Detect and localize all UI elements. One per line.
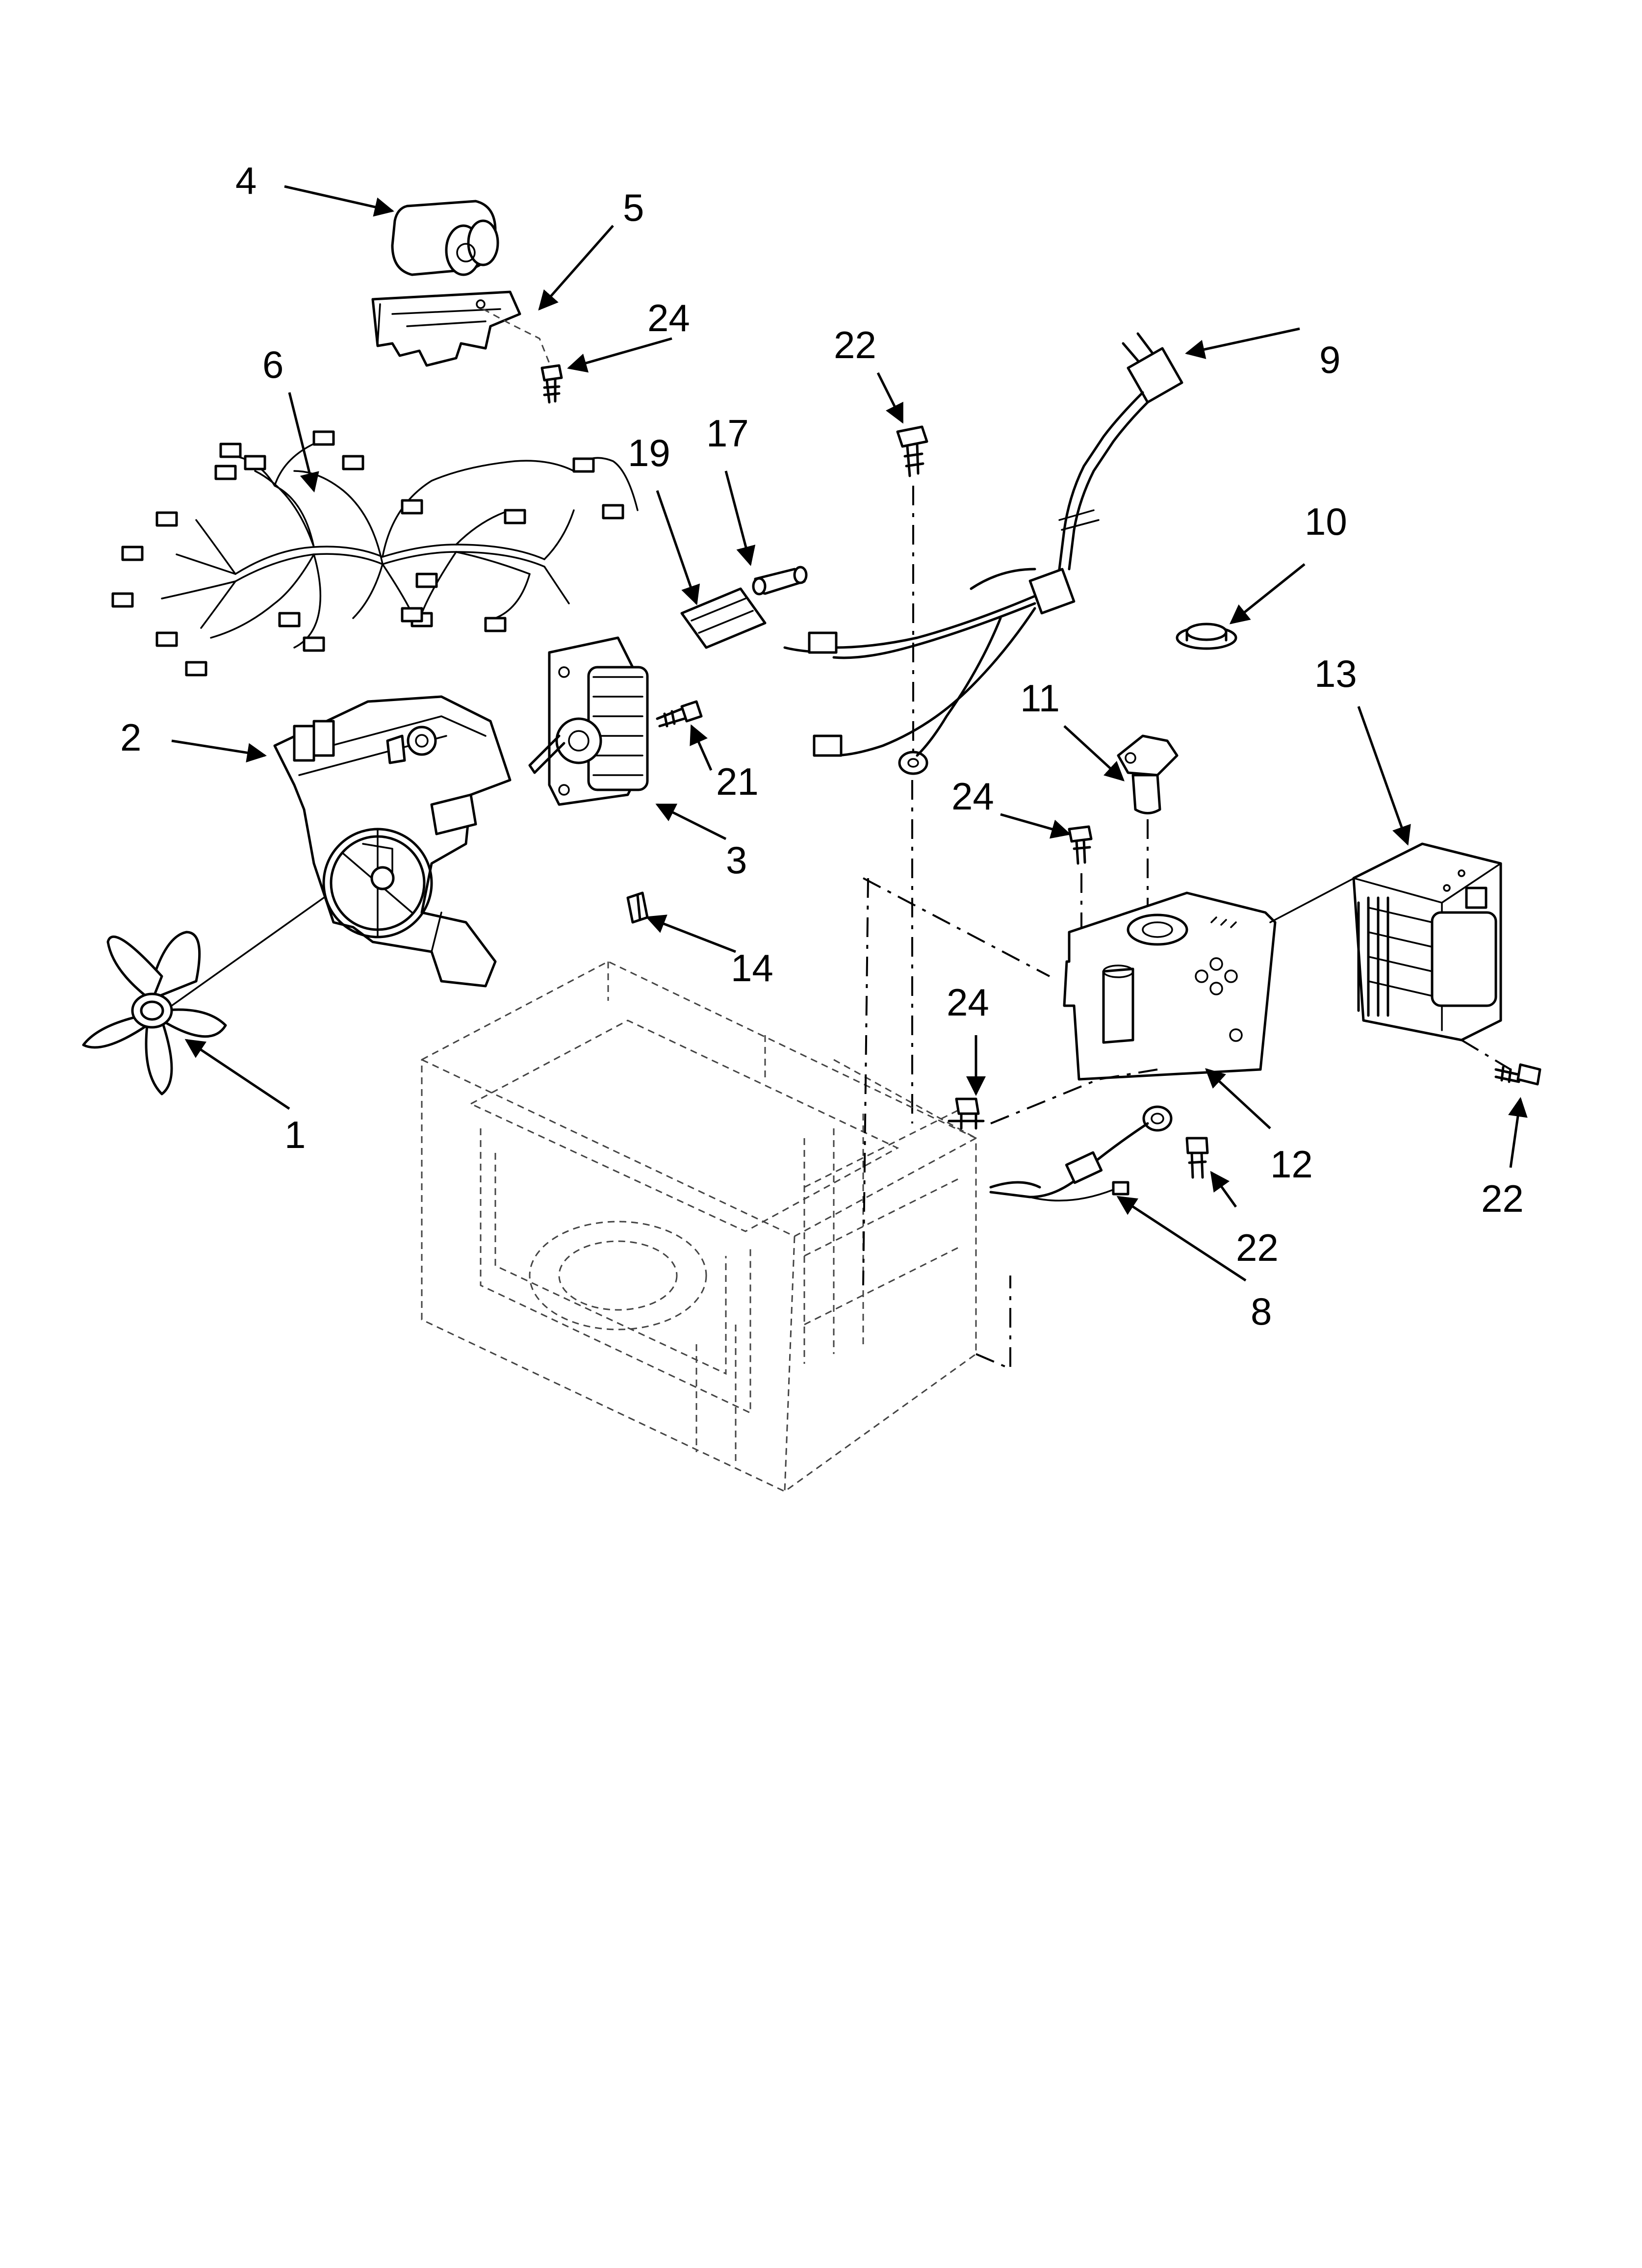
part-screw-24b	[1068, 825, 1093, 932]
part-wire-harness	[111, 430, 639, 677]
part-latch	[626, 891, 649, 924]
part-thermostat	[1176, 623, 1237, 650]
part-motor	[528, 636, 649, 806]
callout-24-top: 24	[647, 296, 690, 339]
callout-labels: 4 5 24 6 22 9 19 17 10 2 21 11 3 24 13 1…	[120, 159, 1524, 1333]
callout-2: 2	[120, 716, 141, 759]
part-screw-21	[656, 700, 703, 728]
callout-22-top: 22	[834, 323, 876, 366]
callout-22-low: 22	[1236, 1226, 1279, 1269]
callout-24-low: 24	[947, 981, 989, 1024]
part-fuse-holder	[680, 587, 767, 649]
oven-cavity-outline	[421, 961, 977, 1492]
callout-22-right: 22	[1481, 1177, 1524, 1220]
callout-12: 12	[1270, 1143, 1313, 1186]
part-power-cord	[783, 332, 1183, 757]
callout-24-mid: 24	[951, 775, 994, 818]
callout-10: 10	[1305, 500, 1347, 543]
callout-9: 9	[1319, 338, 1340, 381]
part-fan-blade	[82, 897, 325, 1095]
part-bracket	[863, 872, 1364, 1081]
part-capacitor	[391, 200, 499, 276]
callout-5: 5	[623, 186, 644, 229]
callout-13: 13	[1314, 652, 1357, 695]
callout-6: 6	[262, 343, 283, 386]
part-capacitor-bracket	[371, 290, 550, 367]
callout-19: 19	[628, 431, 670, 474]
part-screw-24c	[948, 1097, 985, 1130]
callout-1: 1	[284, 1113, 306, 1156]
leader-lines	[171, 185, 1528, 1282]
callout-8: 8	[1251, 1290, 1272, 1333]
part-screw-22c	[1494, 1063, 1541, 1086]
callout-11: 11	[1020, 677, 1060, 720]
callout-4: 4	[235, 159, 257, 202]
callout-17: 17	[706, 412, 749, 455]
callout-21: 21	[716, 760, 759, 803]
part-fan-bracket	[273, 695, 512, 988]
part-magnetron	[1352, 842, 1512, 1070]
part-fuse	[752, 566, 808, 596]
callout-14: 14	[731, 946, 773, 990]
leader-bracket-outline	[862, 878, 869, 1286]
part-screw-24a	[540, 364, 563, 404]
part-screw-22b	[1185, 1137, 1209, 1179]
callout-3: 3	[726, 838, 747, 882]
part-screw-22a	[896, 425, 928, 1123]
part-wire-8	[975, 1069, 1173, 1371]
